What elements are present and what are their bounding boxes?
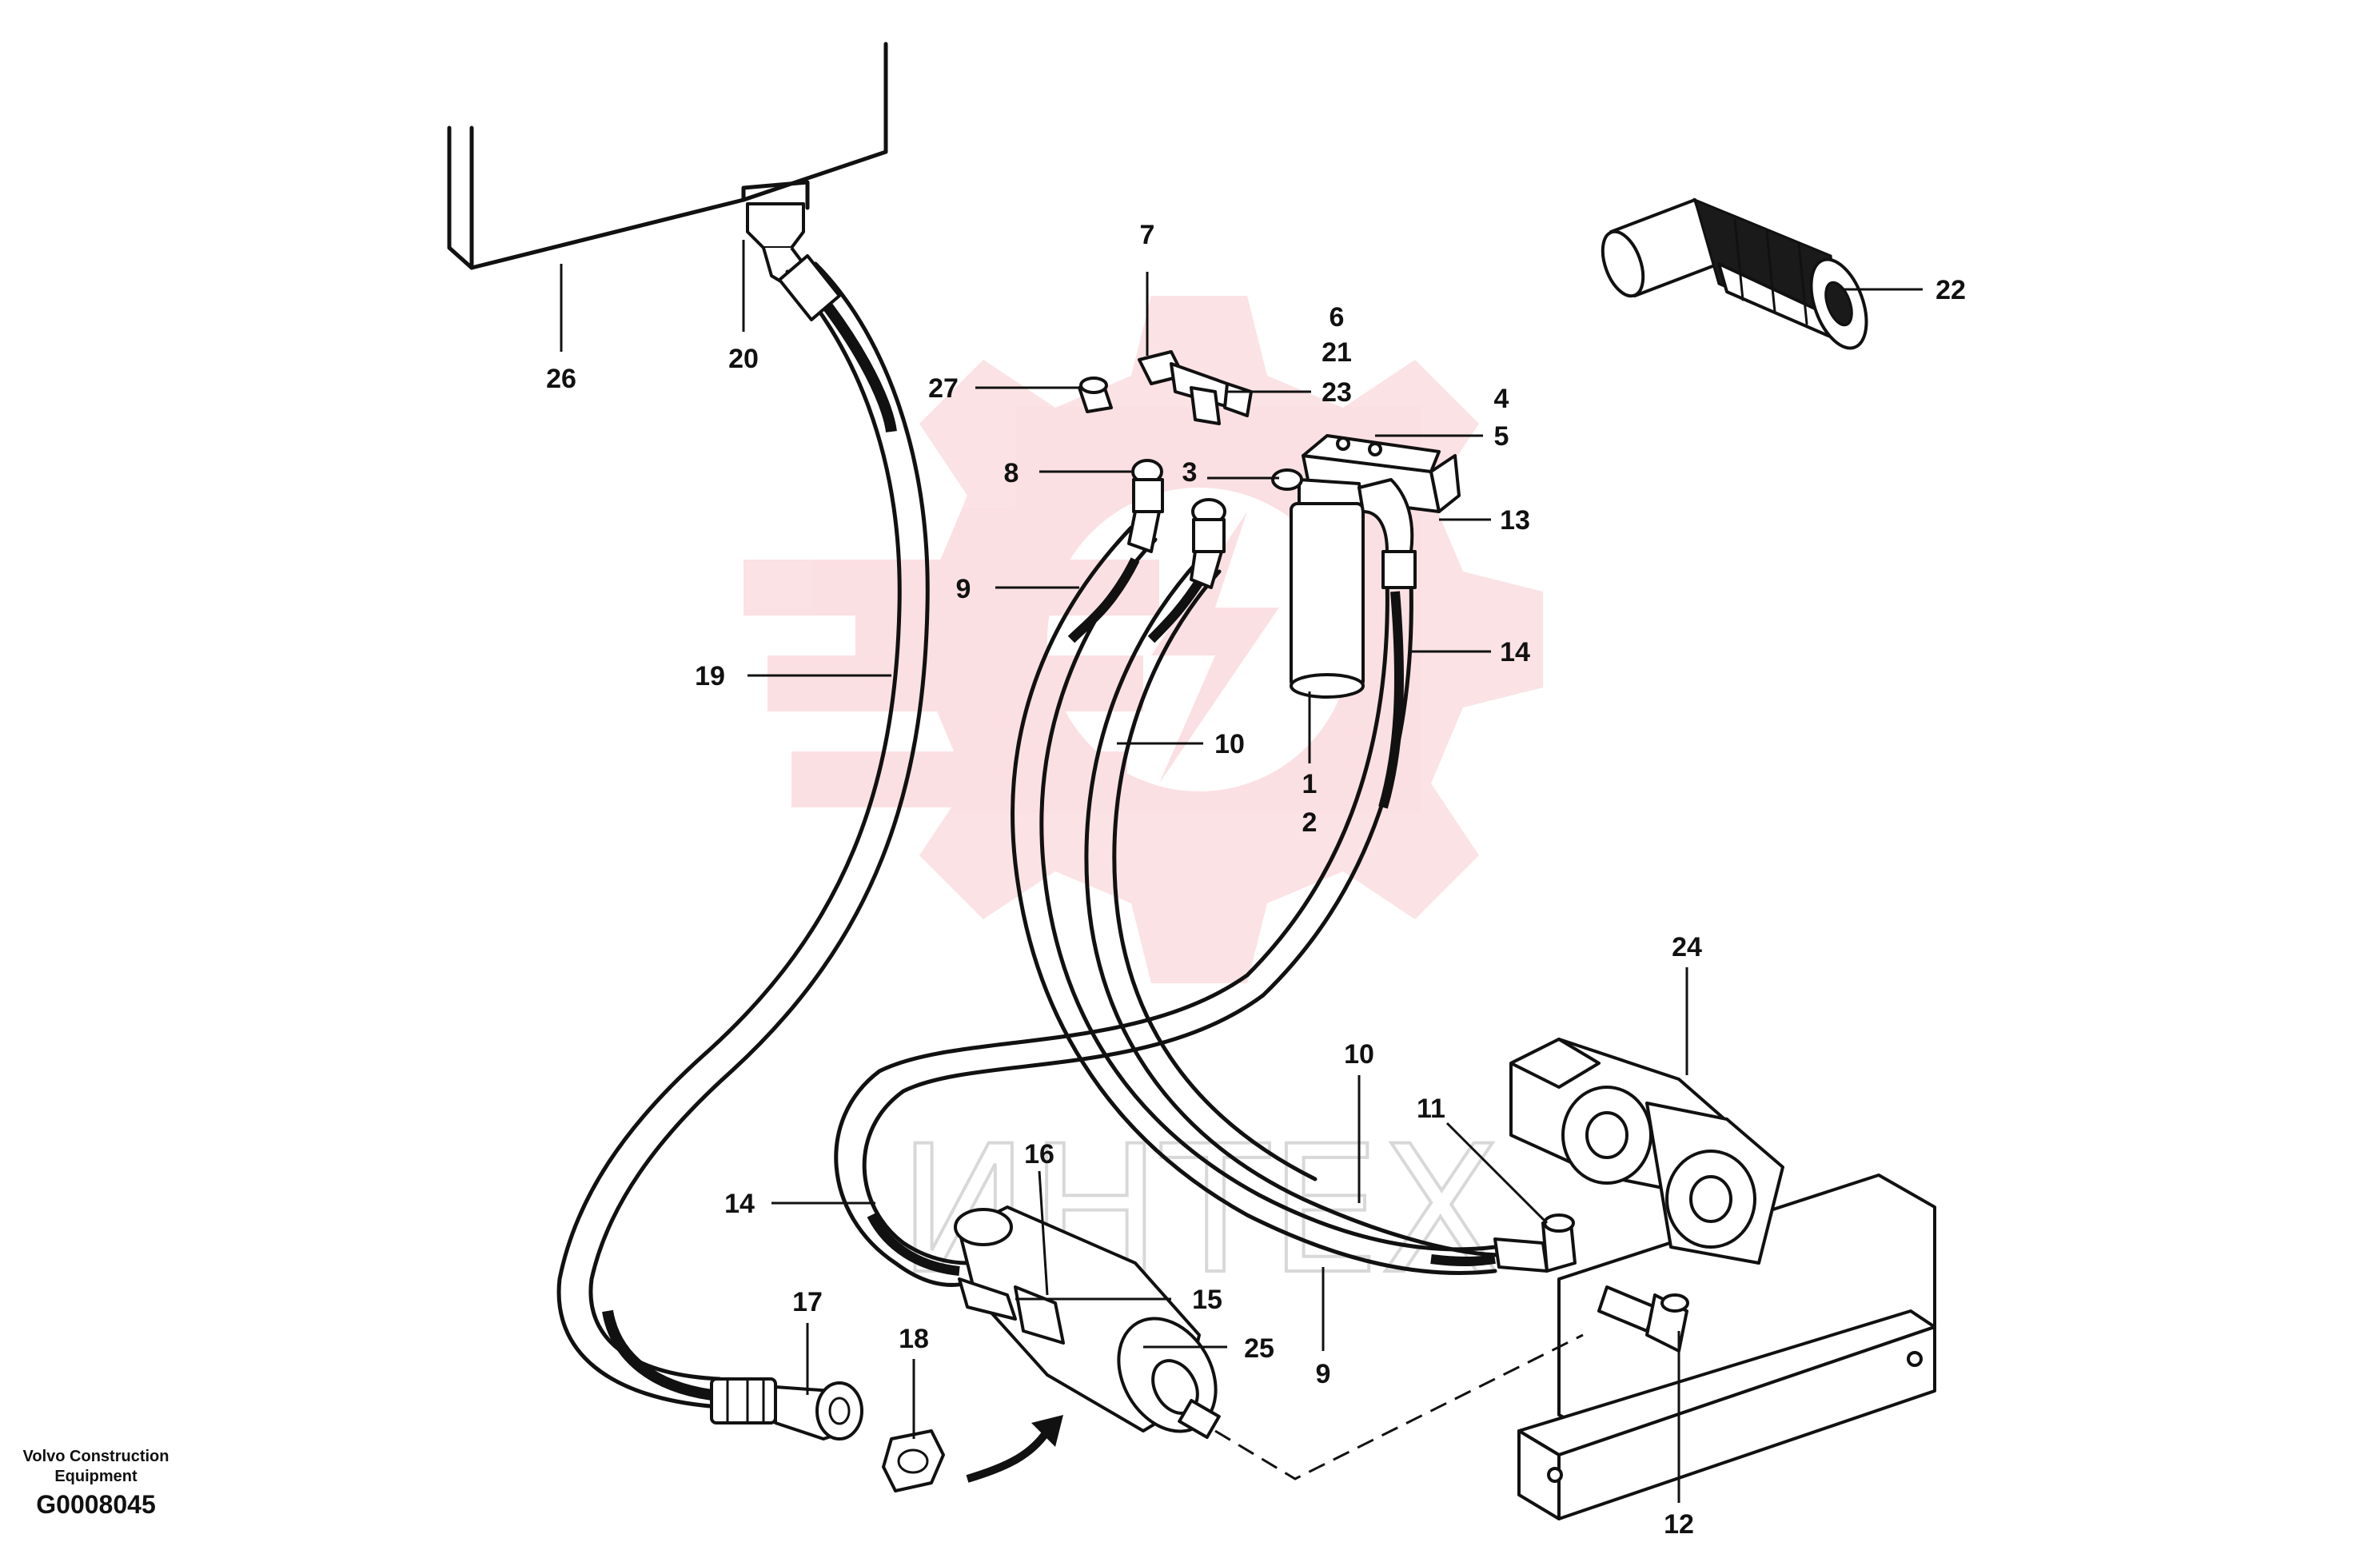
- plug-27-icon: [1078, 377, 1113, 413]
- callout-11: 11: [1417, 1094, 1445, 1124]
- suction-elbow-icon: [710, 1377, 863, 1440]
- callout-18: 18: [899, 1324, 929, 1354]
- callout-12: 12: [1664, 1509, 1694, 1540]
- callout-14-bottom: 14: [724, 1189, 755, 1219]
- callout-26: 26: [546, 364, 576, 394]
- hose-fitting-10-icon: [1190, 498, 1226, 589]
- callout-6: 6: [1330, 302, 1345, 333]
- pump-fitting-11-icon: [1493, 1213, 1577, 1273]
- callout-labels: 26 20 7 6 21 27 23 4 5 8 3 13 9 19 14 10…: [546, 220, 1966, 1540]
- hose-fitting-8-icon: [1127, 459, 1164, 553]
- callout-22: 22: [1935, 275, 1966, 305]
- suction-hose-icon: [556, 254, 930, 1409]
- callout-19: 19: [695, 661, 725, 691]
- pressure-hose-9-icon: [1011, 525, 1497, 1275]
- callout-9-bottom: 9: [1316, 1359, 1331, 1389]
- callout-17: 17: [792, 1287, 823, 1317]
- credit-line-2: Equipment: [54, 1468, 138, 1485]
- leader-lines: [560, 240, 1923, 1503]
- pressure-hose-10-icon: [1084, 557, 1505, 1257]
- callout-21: 21: [1322, 337, 1352, 368]
- callout-10-bottom: 10: [1344, 1039, 1374, 1070]
- callout-23: 23: [1322, 377, 1352, 408]
- clamp-18-icon: [882, 1415, 1063, 1492]
- callout-8: 8: [1004, 458, 1019, 488]
- callout-15: 15: [1192, 1285, 1222, 1315]
- return-hose-14-icon: [834, 573, 1413, 1287]
- callout-25: 25: [1244, 1333, 1274, 1364]
- callout-5: 5: [1494, 421, 1509, 452]
- callout-7: 7: [1140, 220, 1155, 250]
- callout-13: 13: [1500, 505, 1530, 536]
- callout-20: 20: [728, 344, 759, 374]
- callout-3: 3: [1182, 457, 1198, 488]
- hydraulic-motor-icon: [954, 1205, 1221, 1439]
- callout-2: 2: [1302, 807, 1318, 838]
- quick-coupling-icon: [1601, 197, 1868, 350]
- hydraulic-tank-icon: [447, 42, 888, 270]
- connection-dashed-line: [1214, 1333, 1584, 1480]
- callout-24: 24: [1672, 932, 1702, 962]
- callout-9-top: 9: [956, 574, 971, 604]
- tee-fitting-7-icon: [1138, 350, 1253, 425]
- credit-block: Volvo Construction Equipment G0008045: [23, 1448, 169, 1519]
- drawing-code: G0008045: [36, 1490, 155, 1519]
- callout-16: 16: [1024, 1139, 1054, 1169]
- callout-14-top: 14: [1500, 637, 1530, 667]
- callout-10-top: 10: [1214, 729, 1245, 759]
- callout-4: 4: [1494, 384, 1509, 414]
- callout-27: 27: [928, 373, 959, 404]
- credit-line-1: Volvo Construction: [23, 1448, 169, 1465]
- hydraulic-pump-icon: [1509, 1038, 1936, 1520]
- oil-filter-icon: [1271, 434, 1461, 699]
- callout-1: 1: [1302, 769, 1318, 799]
